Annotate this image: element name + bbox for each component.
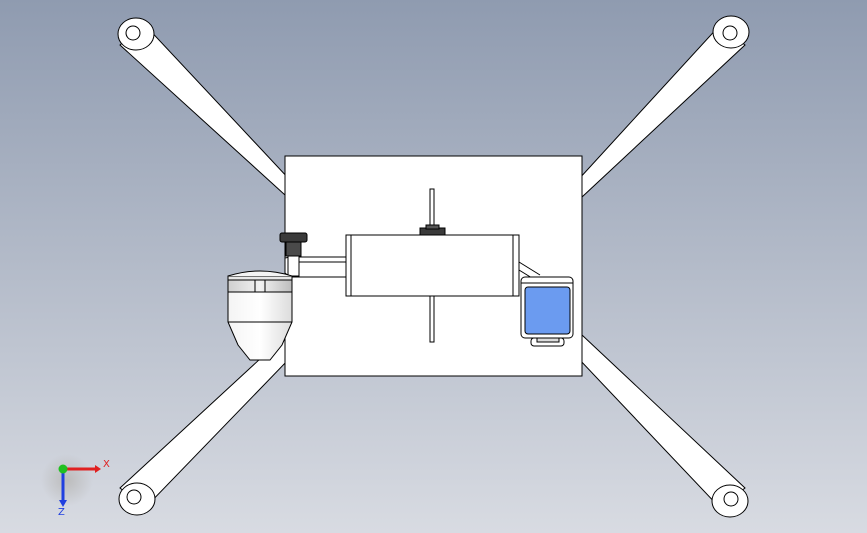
triad-z-label: Z [58, 507, 65, 518]
triad-x-label: X [103, 459, 110, 470]
hopper[interactable] [227, 270, 293, 361]
valve-knob[interactable] [279, 232, 308, 277]
motor-mount-bottom-right[interactable] [711, 484, 749, 518]
motor-mount-top-left[interactable] [117, 17, 155, 51]
motor-mount-top-right[interactable] [712, 15, 750, 49]
coordinate-triad-icon: X Z [41, 454, 110, 518]
motor-mount-bottom-left[interactable] [118, 482, 156, 516]
water-tank[interactable] [520, 276, 574, 347]
cylinder-body[interactable] [345, 234, 520, 297]
triad-y-axis [58, 464, 68, 474]
drone-model[interactable] [117, 15, 750, 518]
cylinder-top-cap[interactable] [419, 224, 446, 236]
